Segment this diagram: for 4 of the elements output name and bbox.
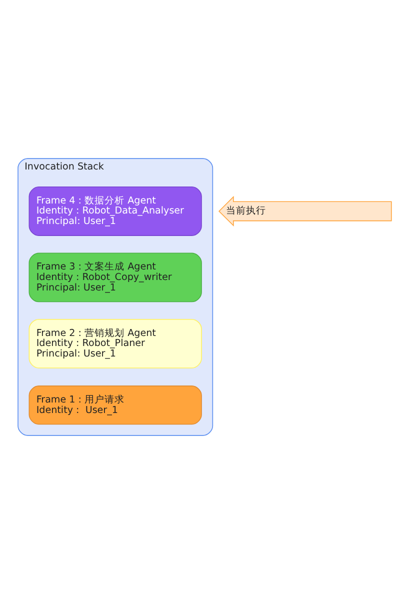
node-box: Frame 4 : 数据分析 Agent Identity : Robot_Data_Analyser Principal: User_1 (28, 186, 202, 236)
node-box: Frame 1 : 用户请求 Identity : User_1 (28, 386, 202, 425)
node-box: Frame 2 : 营销规划 Agent Identity : Robot_Planer Principal: User_1 (28, 318, 202, 368)
node-box: Frame 3 : 文案生成 Agent Identity : Robot_Copy_writer Principal: User_1 (28, 252, 202, 302)
